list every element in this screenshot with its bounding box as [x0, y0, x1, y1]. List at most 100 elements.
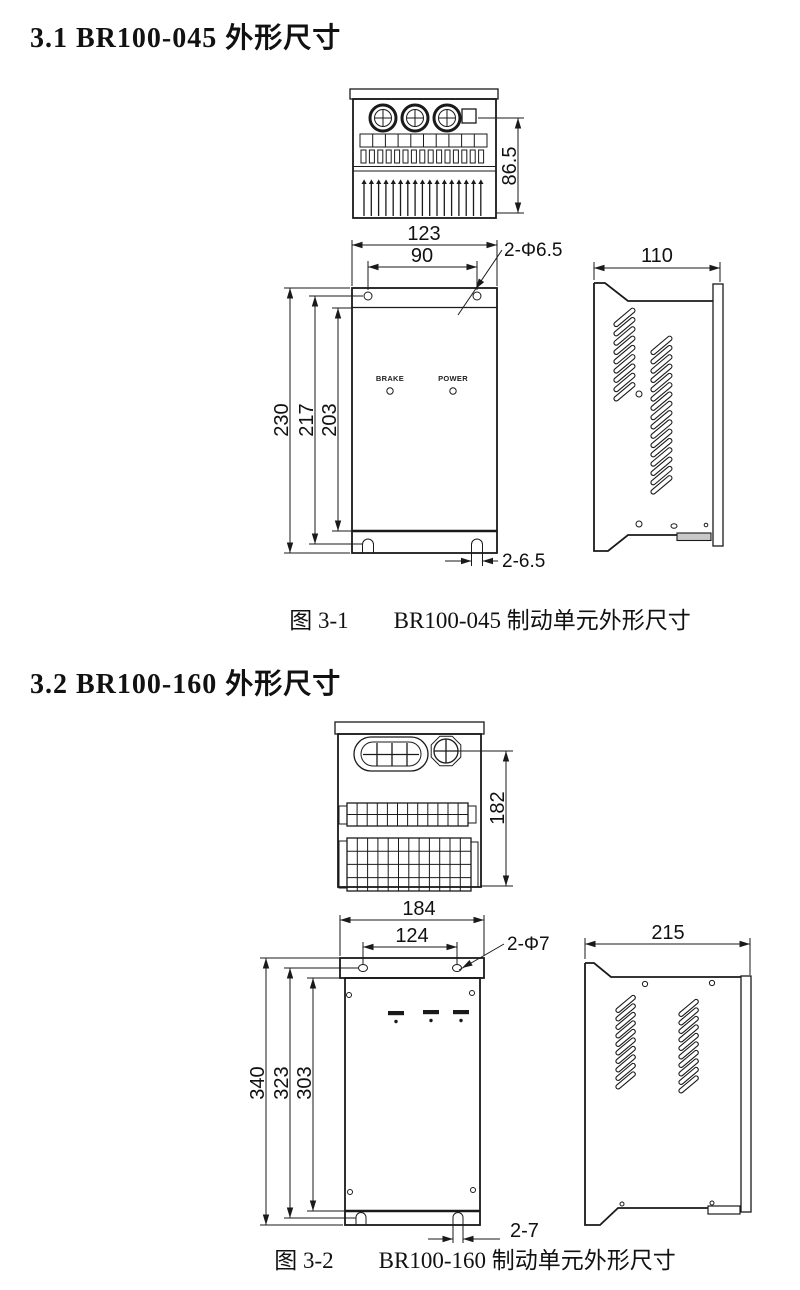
dim-slot-width: 2-6.5 — [445, 551, 545, 572]
knob — [368, 103, 398, 133]
dim-text-340: 340 — [247, 1066, 269, 1099]
figure-label: 图 3-2 — [274, 1248, 334, 1273]
screw — [619, 1201, 625, 1207]
power-led-label: POWER — [438, 374, 468, 383]
dim-top-height: 182 — [458, 750, 513, 887]
dim-text-323: 323 — [271, 1066, 293, 1099]
dim-overall-height: 340 — [247, 957, 343, 1226]
mounting-hole — [363, 291, 373, 301]
terminal-grid-upper — [338, 802, 477, 827]
screw — [347, 1189, 353, 1195]
callout-text-2-7: 2-7 — [510, 1220, 539, 1242]
front-body-outline — [351, 287, 498, 554]
figure-title: BR100-045 制动单元外形尺寸 — [393, 608, 691, 633]
dim-text-110: 110 — [641, 245, 673, 267]
screw — [708, 979, 716, 987]
side-body-outline — [593, 283, 677, 552]
screw — [703, 522, 709, 528]
keyhole-slot — [471, 538, 483, 553]
side-body-top — [585, 962, 741, 978]
fig2-front-view: 184 124 2-Φ7 — [247, 898, 550, 1243]
dim-text-217: 217 — [296, 403, 318, 436]
callout-text-2-phi7: 2-Φ7 — [507, 934, 550, 955]
mounting-foot — [676, 532, 712, 542]
power-led — [449, 387, 457, 395]
led — [394, 1019, 398, 1024]
dim-body-height: 303 — [294, 977, 345, 1212]
screw — [670, 523, 678, 529]
fig2-side-view: 215 — [584, 922, 752, 1226]
dim-text-182: 182 — [487, 791, 509, 824]
terminal-grid-lower — [338, 837, 479, 892]
side-body-top — [594, 282, 713, 302]
figure-label: 图 3-1 — [289, 608, 349, 633]
figure-3-1-drawing: 86.5 123 90 2-Φ6.5 — [271, 88, 724, 572]
figure-caption-3-1: 图 3-1 BR100-045 制动单元外形尺寸 — [175, 601, 800, 635]
dim-text-230: 230 — [271, 403, 293, 436]
screw — [641, 980, 649, 988]
dim-text-303: 303 — [294, 1066, 316, 1099]
screw — [635, 520, 643, 528]
dim-hole-height: 323 — [271, 967, 358, 1219]
side-body-outline — [584, 963, 708, 1226]
dim-hole-spacing: 124 — [362, 925, 458, 964]
section-heading-3-2: 3.2 BR100-160 外形尺寸 — [30, 669, 342, 700]
screw — [635, 390, 643, 398]
brake-led — [386, 387, 394, 395]
dim-depth: 215 — [584, 922, 751, 975]
screw — [470, 1187, 476, 1193]
front-body-outline — [344, 977, 481, 1226]
keyhole-slot — [452, 1212, 464, 1225]
dim-text-86-5: 86.5 — [499, 147, 521, 186]
indicator-labels — [388, 1010, 469, 1024]
mounting-hole — [452, 964, 462, 972]
dim-body-height: 203 — [319, 307, 352, 532]
fig1-top-view: 86.5 — [349, 88, 524, 219]
dim-text-124: 124 — [395, 925, 428, 947]
figure-caption-3-2: 图 3-2 BR100-160 制动单元外形尺寸 — [155, 1241, 795, 1275]
vent-grille — [353, 736, 429, 772]
led — [429, 1018, 433, 1023]
dim-width: 123 — [351, 223, 498, 286]
dim-text-90: 90 — [411, 245, 433, 267]
callout-text-2-6-5: 2-6.5 — [502, 551, 545, 572]
fig1-side-view: 110 — [593, 245, 724, 552]
dim-width: 184 — [339, 898, 485, 956]
mounting-hole — [472, 291, 482, 301]
mounting-foot — [707, 1205, 741, 1215]
connector-port — [461, 108, 477, 124]
section-heading-3-1: 3.1 BR100-045 外形尺寸 — [30, 23, 342, 54]
keyhole-slot — [362, 538, 374, 553]
louver-vents — [614, 994, 700, 1095]
dim-text-184: 184 — [402, 898, 435, 920]
knob — [432, 103, 462, 133]
hole-callout: 2-Φ7 — [458, 934, 550, 971]
heatsink-fins — [361, 179, 484, 216]
vent-slats — [360, 149, 485, 164]
fig1-front-view: 123 90 2-Φ6.5 BRAKE POWER — [271, 223, 562, 572]
dim-overall-height: 230 — [271, 287, 350, 554]
callout-text-2-phi6-5: 2-Φ6.5 — [504, 240, 562, 261]
screw — [709, 1200, 715, 1206]
dim-slot-width: 2-7 — [428, 1220, 539, 1243]
fig2-top-view: 182 — [334, 721, 513, 892]
dim-text-123: 123 — [407, 223, 440, 245]
screw — [469, 990, 475, 996]
keyhole-slot — [355, 1212, 367, 1225]
mounting-hole — [358, 964, 368, 972]
dim-hole-spacing: 90 — [367, 245, 478, 290]
terminal-block-row — [359, 133, 488, 148]
dim-text-203: 203 — [319, 403, 341, 436]
knob — [400, 103, 430, 133]
brake-led-label: BRAKE — [376, 374, 404, 383]
back-mounting-plate — [712, 283, 724, 547]
dim-top-height: 86.5 — [478, 117, 524, 214]
figure-3-2-drawing: 182 184 124 2-Φ7 — [247, 721, 752, 1243]
hole-callout: 2-Φ6.5 — [457, 240, 562, 316]
dim-text-215: 215 — [651, 922, 684, 944]
fan — [430, 735, 462, 767]
dim-depth: 110 — [593, 245, 721, 282]
figure-title: BR100-160 制动单元外形尺寸 — [378, 1248, 676, 1273]
louver-vents — [612, 306, 674, 496]
